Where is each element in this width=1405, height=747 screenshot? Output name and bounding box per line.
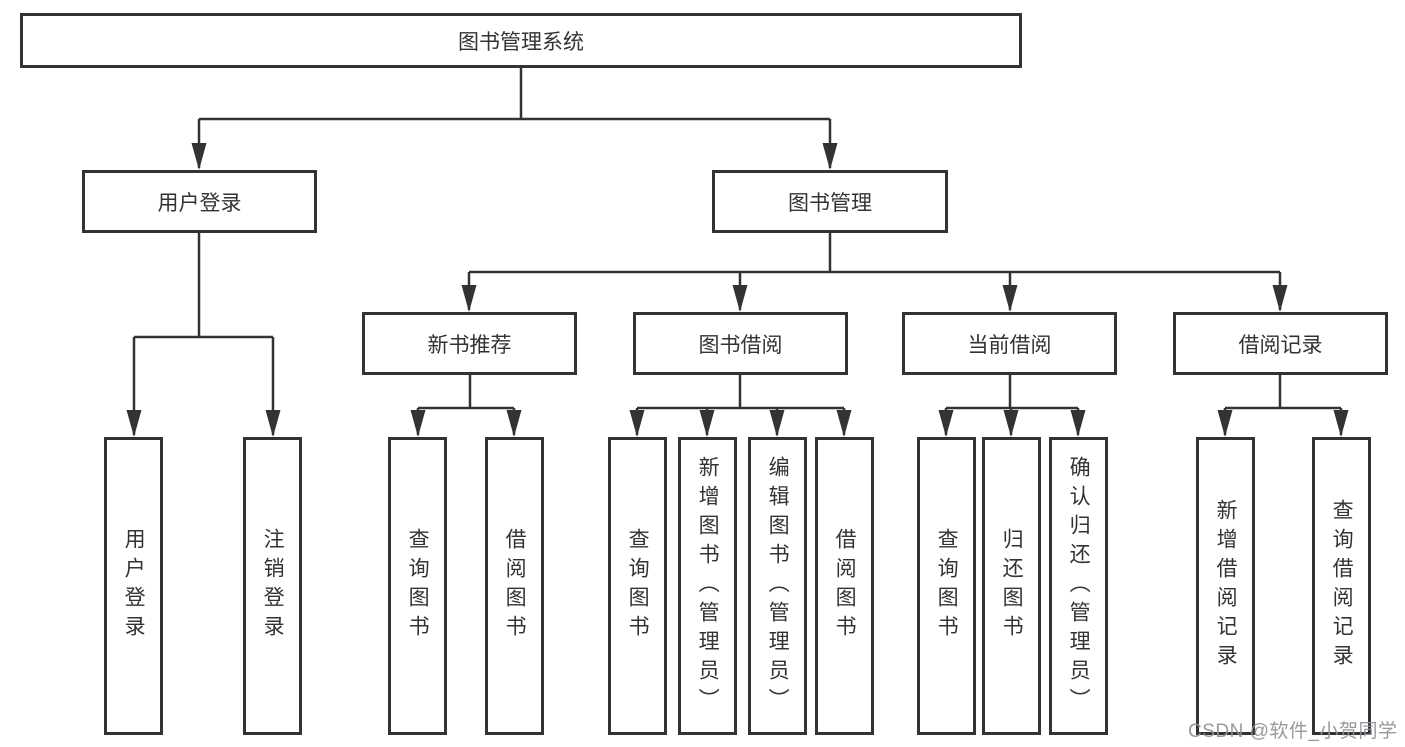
leaf-query-borrow-record: 查询借阅记录 — [1312, 437, 1371, 735]
node-new-book-recommend-label: 新书推荐 — [427, 333, 512, 357]
node-user-login: 用户登录 — [82, 170, 317, 233]
node-current-borrow: 当前借阅 — [902, 312, 1117, 375]
node-root-label: 图书管理系统 — [458, 30, 584, 54]
leaf-edit-book-admin: 编辑图书（管理员） — [748, 437, 807, 735]
node-book-borrow-label: 图书借阅 — [698, 333, 783, 357]
watermark: CSDN @软件_小贺同学 — [1188, 721, 1398, 742]
arrowhead-icons — [126, 143, 1349, 437]
leaf-add-borrow-record: 新增借阅记录 — [1196, 437, 1255, 735]
node-root: 图书管理系统 — [20, 13, 1022, 68]
leaf-borrow-books-newbook: 借阅图书 — [485, 437, 544, 735]
node-borrow-records: 借阅记录 — [1173, 312, 1388, 375]
node-current-borrow-label: 当前借阅 — [967, 333, 1052, 357]
node-new-book-recommend: 新书推荐 — [362, 312, 577, 375]
node-borrow-records-label: 借阅记录 — [1238, 333, 1323, 357]
leaf-add-book-admin: 新增图书（管理员） — [678, 437, 737, 735]
leaf-confirm-return-admin: 确认归还（管理员） — [1049, 437, 1108, 735]
leaf-borrow-books-borrow: 借阅图书 — [815, 437, 874, 735]
leaf-query-books-current: 查询图书 — [917, 437, 976, 735]
leaf-user-login: 用户登录 — [104, 437, 163, 735]
leaf-logout: 注销登录 — [243, 437, 302, 735]
node-book-management-label: 图书管理 — [788, 191, 872, 215]
leaf-return-book: 归还图书 — [982, 437, 1041, 735]
node-book-management: 图书管理 — [712, 170, 948, 233]
node-book-borrow: 图书借阅 — [633, 312, 848, 375]
leaf-query-books-newbook: 查询图书 — [388, 437, 447, 735]
node-user-login-label: 用户登录 — [157, 191, 242, 215]
leaf-query-books-borrow: 查询图书 — [608, 437, 667, 735]
